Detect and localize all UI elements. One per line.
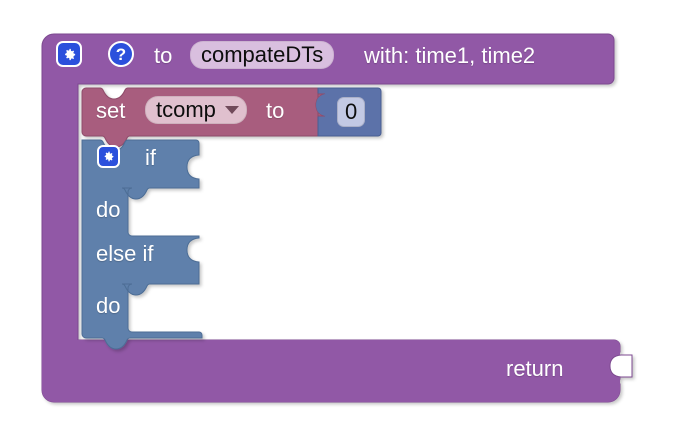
if-row-label-do-2: do <box>96 293 121 318</box>
help-icon[interactable]: ? <box>108 41 134 67</box>
procedure-to-label: to <box>154 43 173 68</box>
set-to-label: to <box>266 98 285 123</box>
procedure-name-field[interactable]: compateDTs <box>190 41 335 69</box>
help-glyph: ? <box>115 44 127 64</box>
set-label: set <box>96 98 126 123</box>
gear-icon[interactable] <box>56 41 82 67</box>
controls-if-block <box>81 139 203 350</box>
gear-glyph <box>64 48 75 60</box>
if-condition-socket-2[interactable] <box>186 234 212 270</box>
chevron-down-icon <box>224 106 239 114</box>
variable-dropdown-value: tcomp <box>156 97 216 122</box>
if-row-label-do-1: do <box>96 197 121 222</box>
procedure-return-label: return <box>506 356 564 381</box>
if-condition-socket-1[interactable] <box>186 150 212 186</box>
if-statement-socket-1[interactable] <box>128 190 200 236</box>
procedure-definition-block <box>41 33 633 403</box>
gear-glyph <box>104 151 114 162</box>
procedure-params-label: with: time1, time2 <box>364 43 536 68</box>
number-value-field[interactable]: 0 <box>337 97 366 127</box>
if-row-label-else-if: else if <box>96 241 154 266</box>
if-row-label-if: if <box>145 145 156 170</box>
gear-icon[interactable] <box>97 145 120 168</box>
if-statement-socket-2[interactable] <box>128 286 200 332</box>
return-value-socket[interactable] <box>606 352 634 380</box>
variable-dropdown-field[interactable]: tcomp <box>145 96 247 124</box>
